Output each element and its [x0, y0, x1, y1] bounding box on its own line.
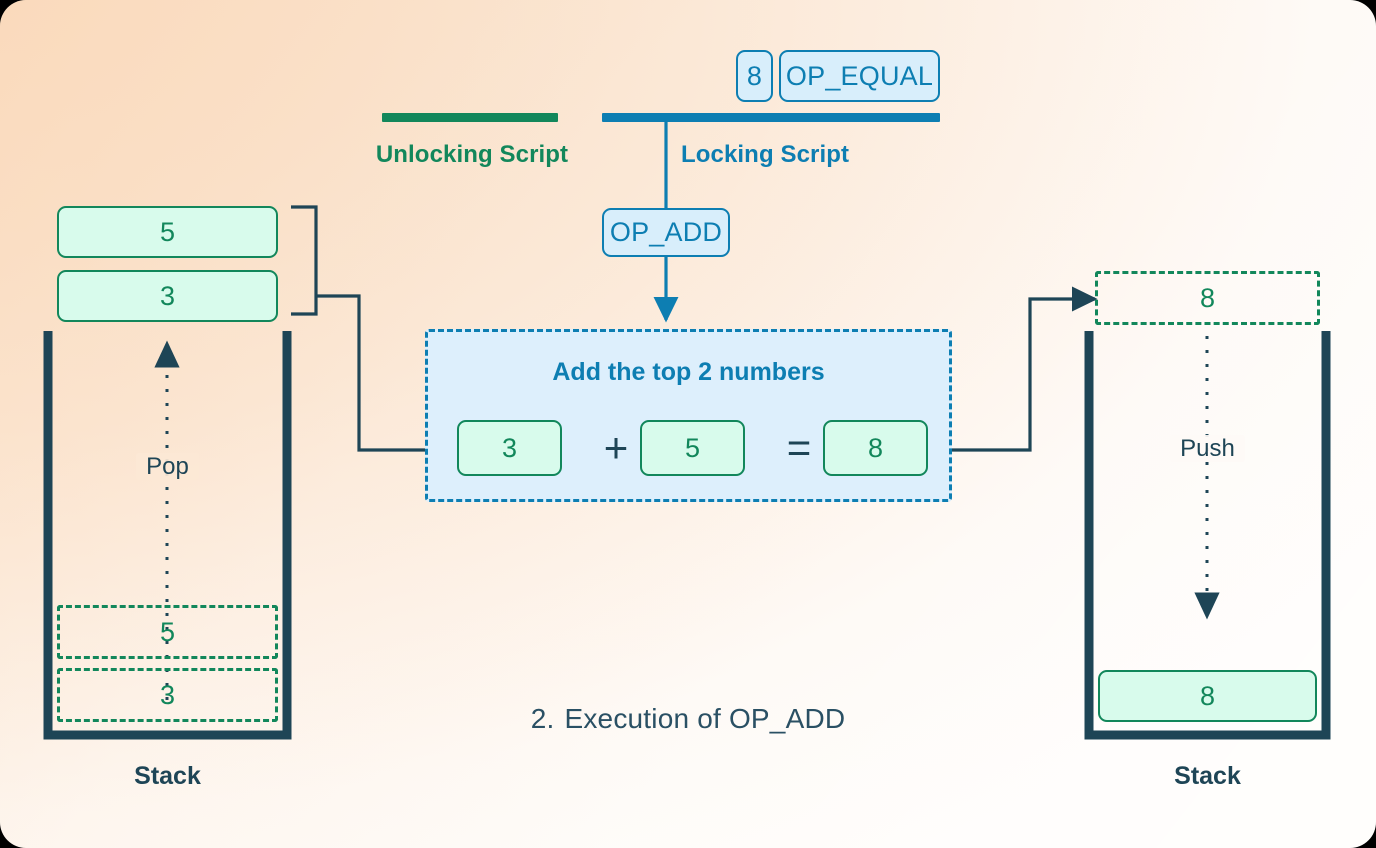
- operand-b-value: 5: [684, 432, 701, 463]
- popped-item-3-value: 3: [159, 280, 176, 311]
- push-flow-label-text: Push: [1170, 435, 1245, 462]
- operand-b-box: 5: [640, 420, 745, 476]
- caption-number: 2.: [530, 703, 555, 734]
- popped-item-5-value: 5: [159, 216, 176, 247]
- left-stack-label: Stack: [134, 762, 201, 790]
- right-stack-item-8-value: 8: [1199, 680, 1216, 711]
- right-stack-label: Stack: [1174, 762, 1241, 790]
- right-stack-incoming-8: 8: [1095, 271, 1320, 325]
- left-stack-ghost-5-value: 5: [159, 616, 176, 647]
- locking-script-rule: [602, 113, 940, 122]
- operand-a-box: 3: [457, 420, 562, 476]
- popped-item-5: 5: [57, 206, 278, 258]
- operation-panel-title: Add the top 2 numbers: [552, 358, 825, 386]
- operand-a-value: 3: [501, 432, 518, 463]
- left-stack-ghost-3: 3: [57, 668, 278, 722]
- equals-symbol-glyph: =: [786, 424, 812, 471]
- pop-flow-label: Pop: [110, 450, 225, 484]
- left-stack-ghost-5: 5: [57, 605, 278, 659]
- plus-symbol-glyph: +: [603, 424, 629, 471]
- caption: 2. Execution of OP_ADD: [438, 703, 938, 735]
- locking-token-op-equal[interactable]: OP_EQUAL: [779, 50, 940, 102]
- pop-bracket-connector: [291, 205, 428, 452]
- locking-script-label: Locking Script: [681, 141, 850, 168]
- left-stack-ghost-3-value: 3: [159, 679, 176, 710]
- popped-item-3: 3: [57, 270, 278, 322]
- locking-token-op-equal-label: OP_EQUAL: [785, 60, 934, 91]
- right-stack-item-8: 8: [1098, 670, 1317, 722]
- result-to-stack-connector: [951, 286, 1098, 452]
- unlocking-script-rule: [382, 113, 558, 122]
- pop-flow-label-text: Pop: [136, 453, 199, 480]
- locking-token-8[interactable]: 8: [736, 50, 773, 102]
- caption-text: Execution of OP_ADD: [564, 703, 846, 734]
- op-add-token-label: OP_ADD: [609, 217, 723, 247]
- op-add-token[interactable]: OP_ADD: [602, 208, 730, 257]
- result-box: 8: [823, 420, 928, 476]
- right-stack-incoming-8-value: 8: [1199, 282, 1216, 313]
- operation-panel: Add the top 2 numbers 3 + 5 = 8: [425, 329, 952, 502]
- unlocking-script-label: Unlocking Script: [375, 141, 569, 168]
- plus-symbol: +: [593, 420, 639, 476]
- push-flow-label: Push: [1150, 432, 1265, 466]
- equals-symbol: =: [776, 420, 822, 476]
- locking-token-8-label: 8: [746, 60, 763, 91]
- result-value: 8: [867, 432, 884, 463]
